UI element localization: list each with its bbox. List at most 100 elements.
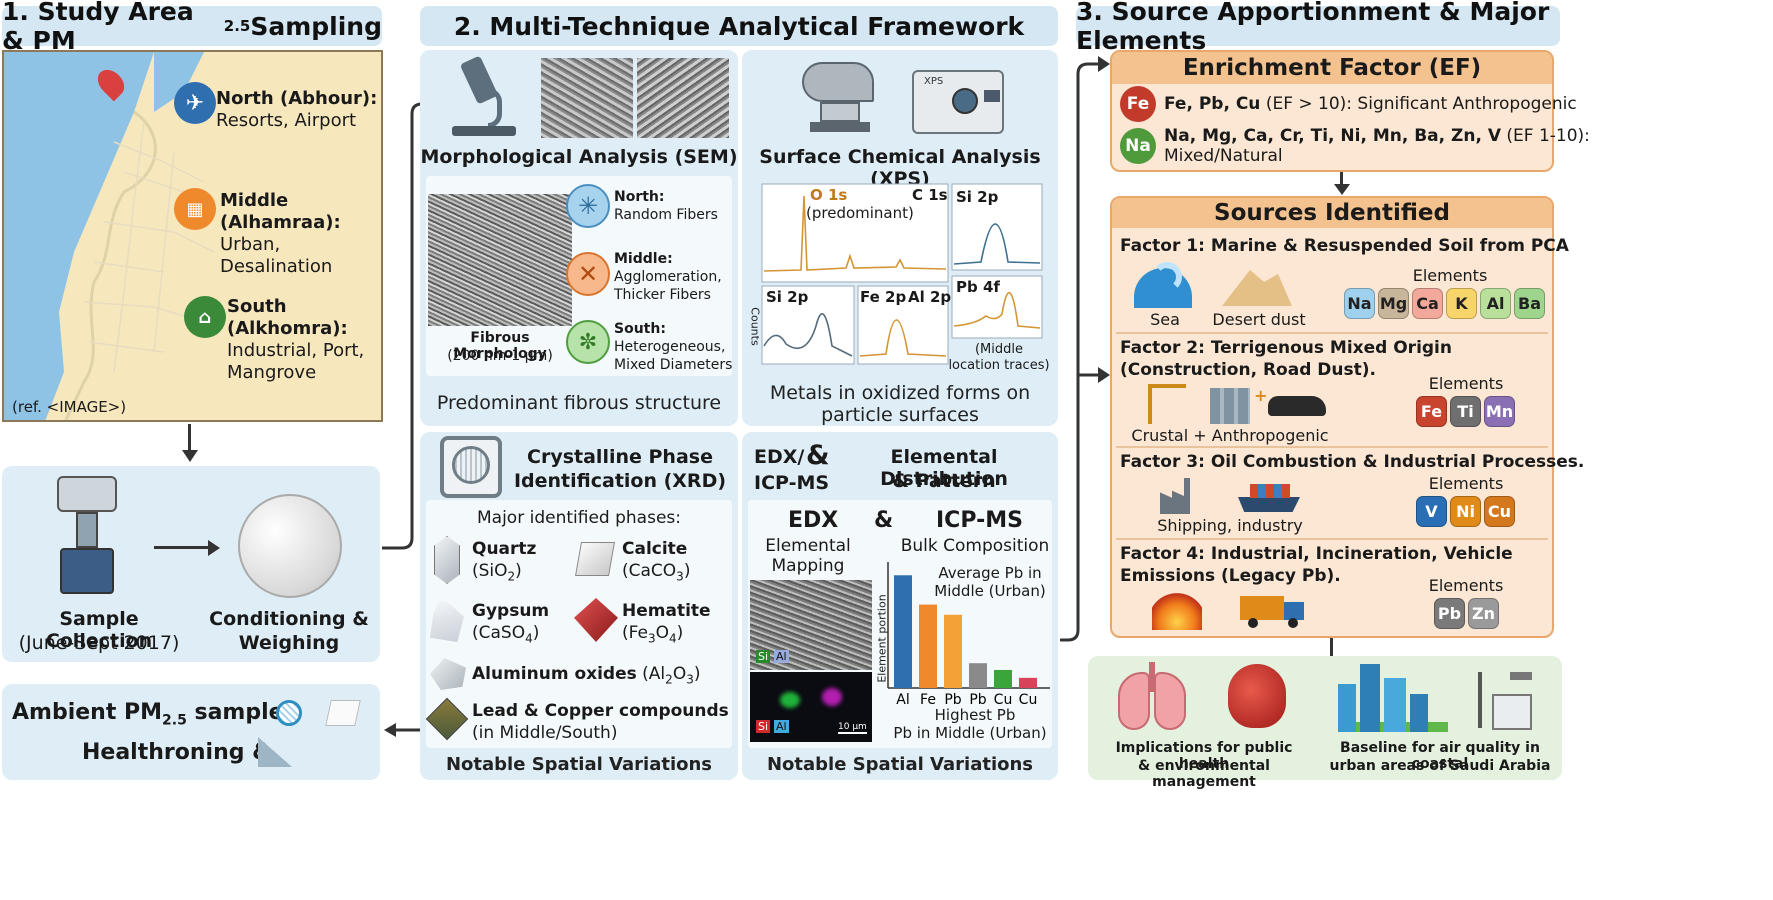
factor-1-title: Factor 1: Marine & Resuspended Soil from…	[1120, 236, 1569, 256]
sem-south-title: South:	[614, 321, 666, 337]
edx-sub-1: Elemental	[765, 536, 851, 556]
down-arrow-ef	[1340, 172, 1343, 186]
hematite-s2: 4	[668, 631, 677, 646]
ef-na-bold: Na, Mg, Ca, Cr, Ti, Ni, Mn, Ba, Zn, V	[1164, 126, 1501, 146]
chart-tick-0: Al	[896, 692, 909, 708]
xps-shell-icon	[800, 58, 876, 136]
xps-fe2p-box	[857, 285, 949, 365]
section-2-title: 2. Multi-Technique Analytical Framework	[453, 11, 1025, 41]
factor-3-title: Factor 3: Oil Combustion & Industrial Pr…	[1120, 452, 1585, 472]
xps-counts-label: Counts	[748, 307, 762, 346]
element-chip-al: Al	[1480, 288, 1511, 319]
sem-image-1	[541, 58, 633, 138]
car-icon	[1268, 396, 1326, 416]
edx-sem-map	[750, 580, 872, 670]
down-arrow-1	[188, 424, 191, 454]
ambient-sampler-label: Ambient PM2.5 sampler	[12, 700, 294, 728]
sample-collection-label: Sample Collection	[45, 608, 153, 652]
alox-m: O	[672, 664, 687, 684]
xrd-hematite: Hematite (Fe3O4)	[622, 600, 711, 649]
quartz-f: (SiO	[472, 561, 508, 581]
north-title: North (Abhour):	[216, 88, 378, 109]
chart-bar-1	[919, 604, 937, 688]
element-chip-ca: Ca	[1412, 288, 1443, 319]
buildings-icon	[1210, 388, 1250, 424]
calcite-name: Calcite	[622, 539, 688, 559]
xps-spectra	[761, 183, 1043, 365]
icpms-label: ICP-MS	[936, 508, 1023, 533]
lungs-icon	[1112, 662, 1192, 732]
gypsum-name: Gypsum	[472, 601, 550, 621]
ambient-panel	[2, 684, 380, 780]
conditioning-label-1: Conditioning &	[209, 608, 369, 630]
sem-footer: Predominant fibrous structure	[436, 392, 722, 414]
chart-bar-4	[994, 669, 1012, 688]
sem-image-2	[637, 58, 729, 138]
airplane-pin-icon: ✈	[174, 82, 216, 124]
xps-si2p-trace-b	[763, 313, 853, 357]
edx-color-map	[750, 672, 872, 742]
xps-si2p-box-a	[951, 183, 1043, 271]
lead-desc: (in Middle/South)	[472, 723, 618, 743]
plus-icon: +	[1254, 386, 1268, 405]
quartz-crystal-icon	[434, 536, 460, 584]
gypsum-s: 4	[525, 631, 533, 646]
xrd-title-2: Identification (XRD)	[513, 470, 727, 492]
factor-1-elements: Elements	[1412, 266, 1488, 285]
avg-pb-2: Middle (Urban)	[934, 582, 1046, 600]
sem-north-desc: Random Fibers	[614, 207, 718, 223]
xrd-content-box	[426, 500, 732, 748]
ef-na-line: Na, Mg, Ca, Cr, Ti, Ni, Mn, Ba, Zn, V (E…	[1164, 126, 1590, 166]
hematite-m: O	[655, 623, 669, 643]
highest-pb-2: Pb in Middle (Urban)	[893, 724, 1047, 742]
xps-c1s-label: C 1s	[912, 186, 948, 204]
factor-3-caption: Shipping, industry	[1157, 516, 1303, 535]
middle-title: Middle (Alhamraa):	[220, 190, 341, 233]
edx-label: EDX	[788, 508, 839, 533]
sampler-icon	[52, 476, 122, 596]
edx-title-b2: & Pattern	[892, 470, 996, 492]
south-title: South (Alkhomra):	[227, 296, 348, 339]
factor-separator-3	[1116, 538, 1548, 540]
implications-1: Implications for public health	[1115, 740, 1293, 772]
edx-title-amp: &	[806, 440, 830, 471]
xrd-title-1: Crystalline Phase	[527, 446, 713, 468]
section-1-title-tail: Sampling	[250, 11, 382, 41]
highest-pb-1: Highest Pb	[934, 706, 1016, 724]
sem-south-desc-1: Heterogeneous,	[614, 339, 726, 355]
chart-tick-2: Pb	[944, 692, 961, 708]
filter-disc-icon	[238, 494, 342, 598]
xrd-calcite: Calcite (CaCO3)	[622, 538, 690, 587]
xps-fe2p-trace	[859, 319, 947, 357]
conditioning-label-2: Weighing	[238, 632, 340, 654]
edx-map-al: Al	[774, 650, 789, 663]
sem-south: South: Heterogeneous, Mixed Diameters	[614, 320, 732, 374]
quartz-name: Quartz	[472, 539, 537, 559]
factor-4-title-1: Factor 4: Industrial, Incineration, Vehi…	[1120, 544, 1513, 564]
xps-predominant-label: (predominant)	[806, 204, 914, 222]
sources-title: Sources Identified	[1214, 200, 1450, 226]
middle-desc: Urban, Desalination	[220, 234, 333, 277]
xps-instrument-icon: XPS	[912, 70, 1004, 134]
avg-pb-1: Average Pb in	[938, 564, 1042, 582]
factor-separator-1	[1116, 332, 1548, 334]
middle-label: Middle (Alhamraa): Urban, Desalination	[220, 190, 381, 278]
down-arrow-1-head	[182, 450, 198, 462]
gypsum-f: (CaSO	[472, 623, 526, 643]
element-chip-k: K	[1446, 288, 1477, 319]
edx-footer: Notable Spatial Variations	[766, 754, 1034, 775]
map-reference: (ref. <IMAGE>)	[12, 398, 127, 416]
ef-na-text-2: Mixed/Natural	[1164, 146, 1283, 166]
section-1-title-sub: 2.5	[223, 17, 251, 35]
north-fiber-icon: ✳	[566, 184, 610, 228]
fe-chip-icon: Fe	[1120, 86, 1156, 122]
factor-1-sea: Sea	[1150, 310, 1180, 329]
calcite-s: 3	[676, 569, 684, 584]
sem-middle: Middle: Agglomeration, Thicker Fibers	[614, 250, 722, 304]
down-arrow-sources	[1330, 638, 1333, 660]
sem-fibrous-image	[428, 194, 572, 326]
element-chip-zn: Zn	[1468, 598, 1499, 629]
mesh-icon	[276, 700, 302, 726]
